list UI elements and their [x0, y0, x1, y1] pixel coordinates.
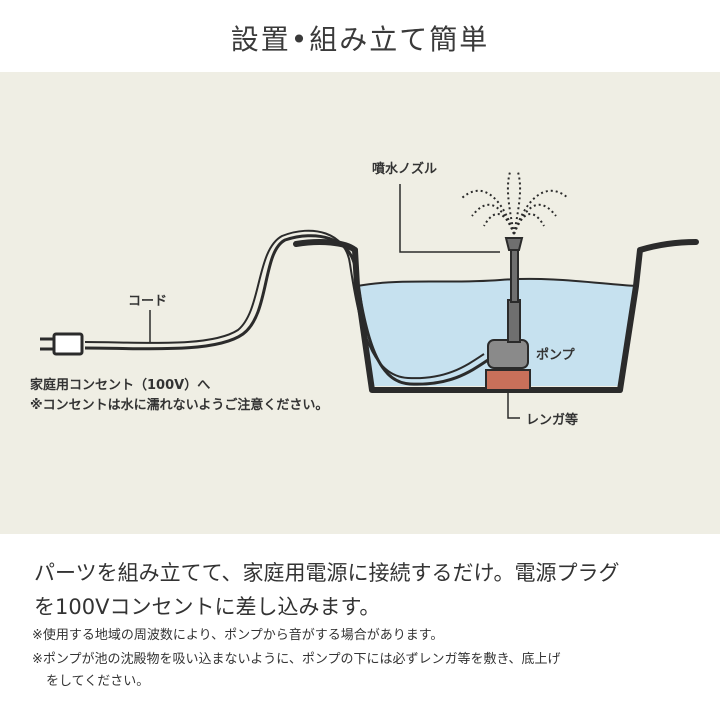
- note-brick-line-2: をしてください。: [46, 674, 150, 689]
- page-title: 設置•組み立て簡単: [230, 23, 490, 56]
- power-plug: [40, 332, 84, 356]
- description-line-1: パーツを組み立てて、家庭用電源に接続するだけ。電源プラグ: [34, 561, 620, 585]
- pump-label: ポンプ: [536, 348, 575, 363]
- pond-diagram: [40, 171, 699, 419]
- cord-label: コード: [128, 294, 168, 309]
- pump: [487, 237, 529, 369]
- brick-label: レンガ等: [526, 413, 579, 428]
- note-frequency-text: ※使用する地域の周波数により、ポンプから音がする場合があります。: [32, 628, 444, 643]
- fountain-spray: [461, 171, 569, 235]
- note-brick: ※ポンプが池の沈殿物を吸い込まないように、ポンプの下には必ずレンガ等を敷き、底上…: [32, 649, 712, 693]
- description: パーツを組み立てて、家庭用電源に接続するだけ。電源プラグ を100Vコンセントに…: [34, 556, 694, 624]
- outlet-warning: ※コンセントは水に濡れないようご注意ください。: [30, 398, 329, 413]
- description-line-2: を100Vコンセントに差し込みます。: [34, 595, 381, 619]
- nozzle-leader-line: [399, 184, 500, 253]
- brick: [485, 369, 531, 391]
- power-cord: [84, 234, 489, 386]
- outlet-label: 家庭用コンセント（100V）へ: [30, 378, 211, 393]
- pond-water: [357, 278, 636, 386]
- diagram-panel: 噴水ノズル コード ポンプ レンガ等 家庭用コンセント（100V）へ ※コンセン…: [0, 72, 720, 534]
- note-frequency: ※使用する地域の周波数により、ポンプから音がする場合があります。: [32, 625, 712, 647]
- nozzle-label: 噴水ノズル: [372, 162, 438, 177]
- brick-leader-line: [507, 390, 520, 419]
- note-brick-line-1: ※ポンプが池の沈殿物を吸い込まないように、ポンプの下には必ずレンガ等を敷き、底上…: [32, 652, 561, 667]
- water-surface-line: [356, 277, 637, 287]
